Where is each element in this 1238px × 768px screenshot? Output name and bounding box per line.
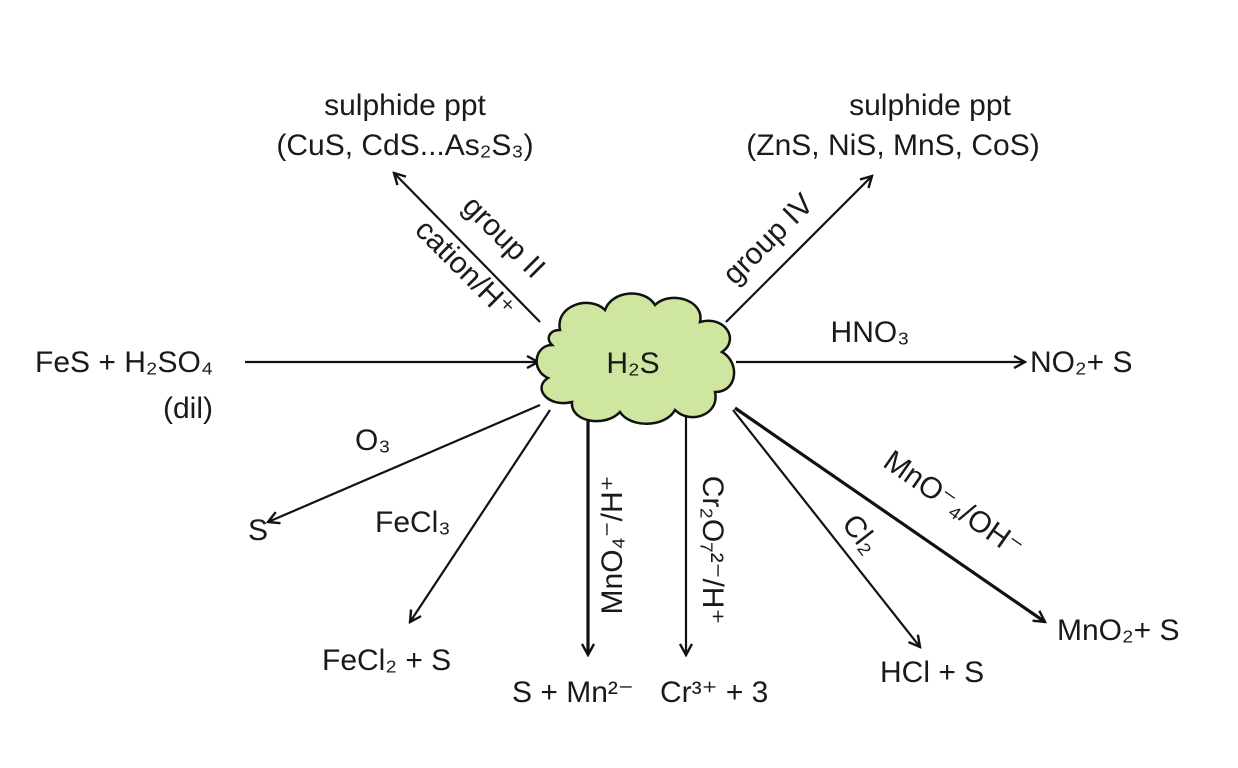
fes-condition: (dil) [163, 392, 213, 425]
cr2o7-reagent: Cr₂O₇²⁻/H⁺ [696, 476, 729, 625]
cr2o7-products: Cr³⁺ + 3 [660, 676, 768, 709]
mno4-oh-products: MnO₂+ S [1057, 614, 1180, 647]
group4-products: (ZnS, NiS, MnS, CoS) [746, 129, 1039, 162]
h2s-cloud [535, 292, 736, 425]
arrow-o3 [268, 403, 541, 522]
arrow-mno4-oh [734, 406, 1045, 622]
mno4-h-reagent: MnO₄⁻/H⁺ [596, 476, 629, 615]
fecl3-reagent: FeCl₃ [375, 506, 451, 539]
mno4-h-products: S + Mn²⁻ [512, 676, 634, 709]
arrow-group2 [394, 173, 541, 323]
o3-reagent: O₃ [355, 424, 391, 457]
h2s-label: H₂S [606, 347, 659, 380]
group4-label: group IV [717, 188, 821, 292]
hno3-reagent: HNO₃ [831, 316, 910, 349]
group2-products: (CuS, CdS...As₂S₃) [276, 129, 533, 162]
group4-title: sulphide ppt [849, 89, 1011, 122]
cl2-products: HCl + S [880, 656, 984, 689]
cl2-reagent: Cl₂ [835, 508, 886, 560]
hno3-products: NO₂+ S [1030, 346, 1133, 379]
arrow-cl2 [732, 409, 920, 647]
o3-products: S [248, 514, 268, 547]
fes-reactant: FeS + H₂SO₄ [35, 346, 213, 379]
fecl3-products: FeCl₂ + S [322, 644, 451, 677]
arrow-fecl3 [410, 409, 551, 622]
group2-title: sulphide ppt [324, 89, 486, 122]
arrow-group4 [725, 176, 872, 323]
mno4-oh-reagent: MnO⁻₄/OH⁻ [878, 444, 1030, 564]
